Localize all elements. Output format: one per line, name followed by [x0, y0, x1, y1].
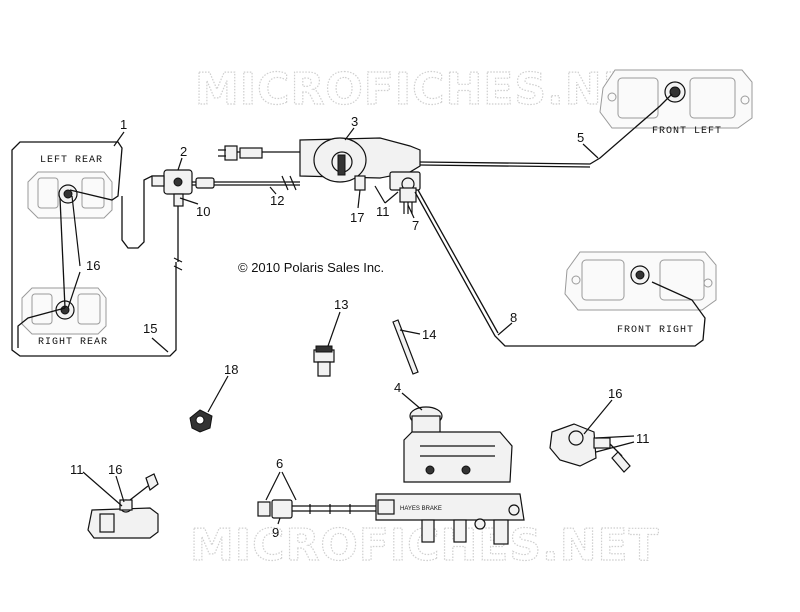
rear-line-to-tee	[121, 175, 164, 249]
callout-15: 15	[143, 321, 157, 336]
callout-10: 10	[196, 204, 210, 219]
brake-valve-assembly	[218, 137, 421, 214]
callout-7: 7	[412, 218, 419, 233]
rear-caliper-left: LEFT REAR	[27, 155, 113, 219]
callout-17: 17	[350, 210, 364, 225]
caption-left-rear: LEFT REAR	[40, 155, 103, 166]
callout-14: 14	[422, 327, 436, 342]
caption-front-left: FRONT LEFT	[652, 126, 722, 137]
callout-5: 5	[577, 130, 584, 145]
front-left-caliper: FRONT LEFT	[599, 69, 753, 137]
front-right-brake-line	[414, 191, 706, 347]
callout-9: 9	[272, 525, 279, 540]
brake-switch-13	[313, 345, 335, 377]
callout-11-right: 11	[636, 431, 650, 446]
callout-11-bottom-left: 11	[70, 462, 84, 477]
callout-11-top: 11	[376, 204, 390, 219]
watermark-top: MICROFICHES.NET	[195, 64, 665, 115]
rear-brake-line-loop	[11, 141, 177, 357]
callout-13: 13	[334, 297, 348, 312]
front-right-caliper: FRONT RIGHT	[564, 251, 717, 336]
callout-18: 18	[224, 362, 238, 377]
rear-caliper-right: RIGHT REAR	[21, 287, 108, 348]
leader-lines	[67, 127, 635, 525]
callout-8: 8	[510, 310, 517, 325]
caliper-right-side	[549, 423, 631, 473]
caption-right-rear: RIGHT REAR	[38, 337, 108, 348]
pushrod-assembly	[257, 499, 376, 519]
callout-16-left: 16	[86, 258, 100, 273]
callout-6: 6	[276, 456, 283, 471]
callout-2: 2	[180, 144, 187, 159]
callout-16-right: 16	[608, 386, 622, 401]
callout-12: 12	[270, 193, 284, 208]
master-cylinder-brand: HAYES BRAKE	[400, 506, 442, 512]
callout-4: 4	[394, 380, 401, 395]
master-cylinder: HAYES BRAKE	[375, 406, 525, 545]
caption-front-right: FRONT RIGHT	[617, 325, 694, 336]
callout-3: 3	[351, 114, 358, 129]
front-left-brake-line	[419, 93, 673, 165]
caliper-bottom-left	[87, 473, 159, 539]
copyright-notice: © 2010 Polaris Sales Inc.	[238, 260, 384, 275]
callout-1: 1	[120, 117, 127, 132]
hose-clip-18	[189, 409, 213, 433]
callout-16-bottom-left: 16	[108, 462, 122, 477]
part-14-rod	[392, 319, 419, 375]
